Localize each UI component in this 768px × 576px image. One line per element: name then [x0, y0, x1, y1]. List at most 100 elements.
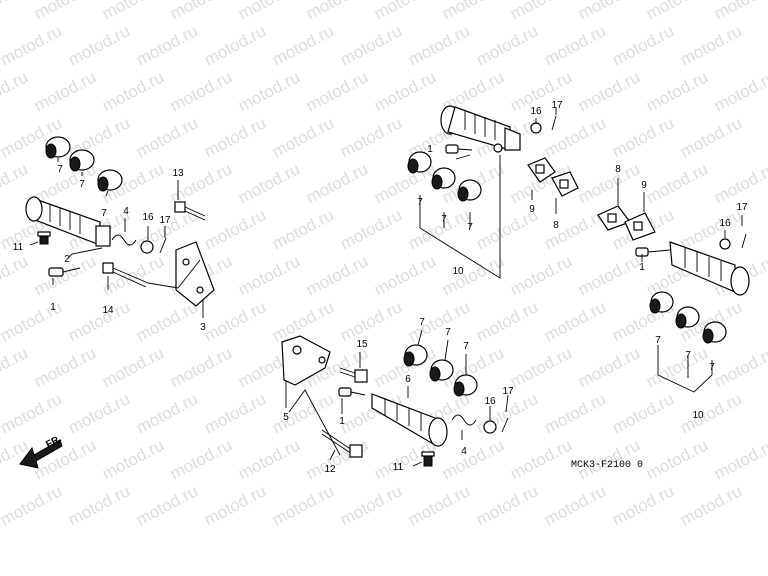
watermark-text: motod.ru: [337, 481, 405, 529]
rubber-bush: [69, 149, 95, 172]
watermark-text: motod.ru: [677, 113, 745, 161]
watermark-text: motod.ru: [575, 159, 643, 207]
washer: [140, 240, 154, 254]
watermark-text: motod.ru: [677, 389, 745, 437]
front-direction-arrow: FR.: [19, 433, 64, 469]
rear-right-footpeg-group: [407, 105, 579, 279]
rubber-bush: [675, 306, 700, 329]
spring: [451, 414, 477, 426]
watermark-text: motod.ru: [167, 343, 235, 391]
callout-label: 7: [417, 197, 423, 208]
front-left-footpeg-group: [281, 329, 509, 467]
watermark-text: motod.ru: [235, 159, 303, 207]
watermark-text: motod.ru: [99, 343, 167, 391]
watermark-text: motod.ru: [405, 297, 473, 345]
watermark-text: motod.ru: [269, 113, 337, 161]
callout-label: 15: [356, 339, 368, 350]
callout-label: 13: [172, 168, 184, 179]
watermark-text: motod.ru: [31, 67, 99, 115]
rubber-bush: [431, 167, 456, 190]
watermark-text: motod.ru: [201, 481, 269, 529]
watermark-text: motod.ru: [269, 21, 337, 69]
rubber-bush: [97, 169, 123, 192]
watermark-text: motod.ru: [405, 21, 473, 69]
callout-label: 6: [405, 374, 411, 385]
pin: [338, 387, 366, 397]
callout-label: 9: [641, 180, 647, 191]
watermark-text: motod.ru: [167, 0, 235, 24]
watermark-text: motod.ru: [541, 297, 609, 345]
watermark-text: motod.ru: [439, 435, 507, 483]
callout-label: 3: [200, 322, 206, 333]
watermark-text: motod.ru: [303, 435, 371, 483]
callout-label: 7: [463, 341, 469, 352]
watermark-text: motod.ru: [609, 389, 677, 437]
rubber-bush: [702, 321, 727, 344]
pin: [635, 247, 671, 257]
watermark-text: motod.ru: [167, 435, 235, 483]
callout-label: 11: [393, 462, 404, 473]
watermark-text: motod.ru: [609, 113, 677, 161]
plate: [597, 205, 631, 231]
watermark-text: motod.ru: [677, 21, 745, 69]
watermark-text: motod.ru: [405, 205, 473, 253]
callout-label: 10: [692, 410, 704, 421]
watermark-text: motod.ru: [541, 205, 609, 253]
bolt: [321, 429, 363, 458]
clip: [741, 233, 747, 249]
watermark-text: motod.ru: [677, 481, 745, 529]
watermark-text: motod.ru: [167, 159, 235, 207]
watermark-text: motod.ru: [711, 435, 768, 483]
callout-label: 17: [159, 215, 171, 226]
watermark-text: motod.ru: [541, 21, 609, 69]
plate: [551, 171, 579, 197]
diagram-code: MCK3-F2100 0: [571, 460, 643, 471]
watermark-text: motod.ru: [31, 0, 99, 24]
watermark-text: motod.ru: [201, 297, 269, 345]
watermark-text: motod.ru: [711, 343, 768, 391]
bracket: [175, 241, 215, 307]
watermark-text: motod.ru: [507, 251, 575, 299]
watermark-text: motod.ru: [507, 435, 575, 483]
watermark-text: motod.ru: [235, 0, 303, 24]
watermark-text: motod.ru: [473, 481, 541, 529]
rear-left-footpeg-group: [597, 178, 750, 393]
callout-label: 1: [639, 262, 645, 273]
watermark-text: motod.ru: [303, 0, 371, 24]
plate: [624, 212, 656, 241]
rubber-bush: [453, 374, 478, 397]
watermark-text: motod.ru: [0, 159, 31, 207]
callout-label: 12: [324, 464, 336, 475]
watermark-text: motod.ru: [439, 251, 507, 299]
watermark-text: motod.ru: [133, 21, 201, 69]
footpeg: [25, 196, 111, 247]
watermark-text: motod.ru: [575, 343, 643, 391]
rubber-bush: [403, 344, 428, 367]
watermark-text: motod.ru: [201, 113, 269, 161]
watermark-text: motod.ru: [0, 67, 31, 115]
watermark-text: motod.ru: [337, 113, 405, 161]
rubber-bush: [649, 291, 674, 314]
callout-label: 14: [102, 305, 114, 316]
callout-label: 7: [441, 214, 447, 225]
watermark-text: motod.ru: [167, 67, 235, 115]
callout-label: 7: [57, 164, 63, 175]
watermark-text: motod.ru: [609, 481, 677, 529]
watermark-text: motod.ru: [303, 67, 371, 115]
callout-label: 7: [685, 350, 691, 361]
callout-label: 4: [461, 446, 467, 457]
left-footpeg-group: [25, 136, 215, 318]
watermark-text: motod.ru: [711, 159, 768, 207]
watermark-text: motod.ru: [133, 113, 201, 161]
watermark-text: motod.ru: [405, 481, 473, 529]
watermark-text: motod.ru: [201, 389, 269, 437]
pin: [48, 267, 81, 277]
bolt: [421, 451, 435, 467]
watermark-text: motod.ru: [65, 389, 133, 437]
watermark-text: motod.ru: [201, 21, 269, 69]
watermark-text: motod.ru: [541, 113, 609, 161]
clip: [551, 115, 557, 131]
watermark-text: motod.ru: [133, 389, 201, 437]
bolt: [37, 231, 51, 245]
